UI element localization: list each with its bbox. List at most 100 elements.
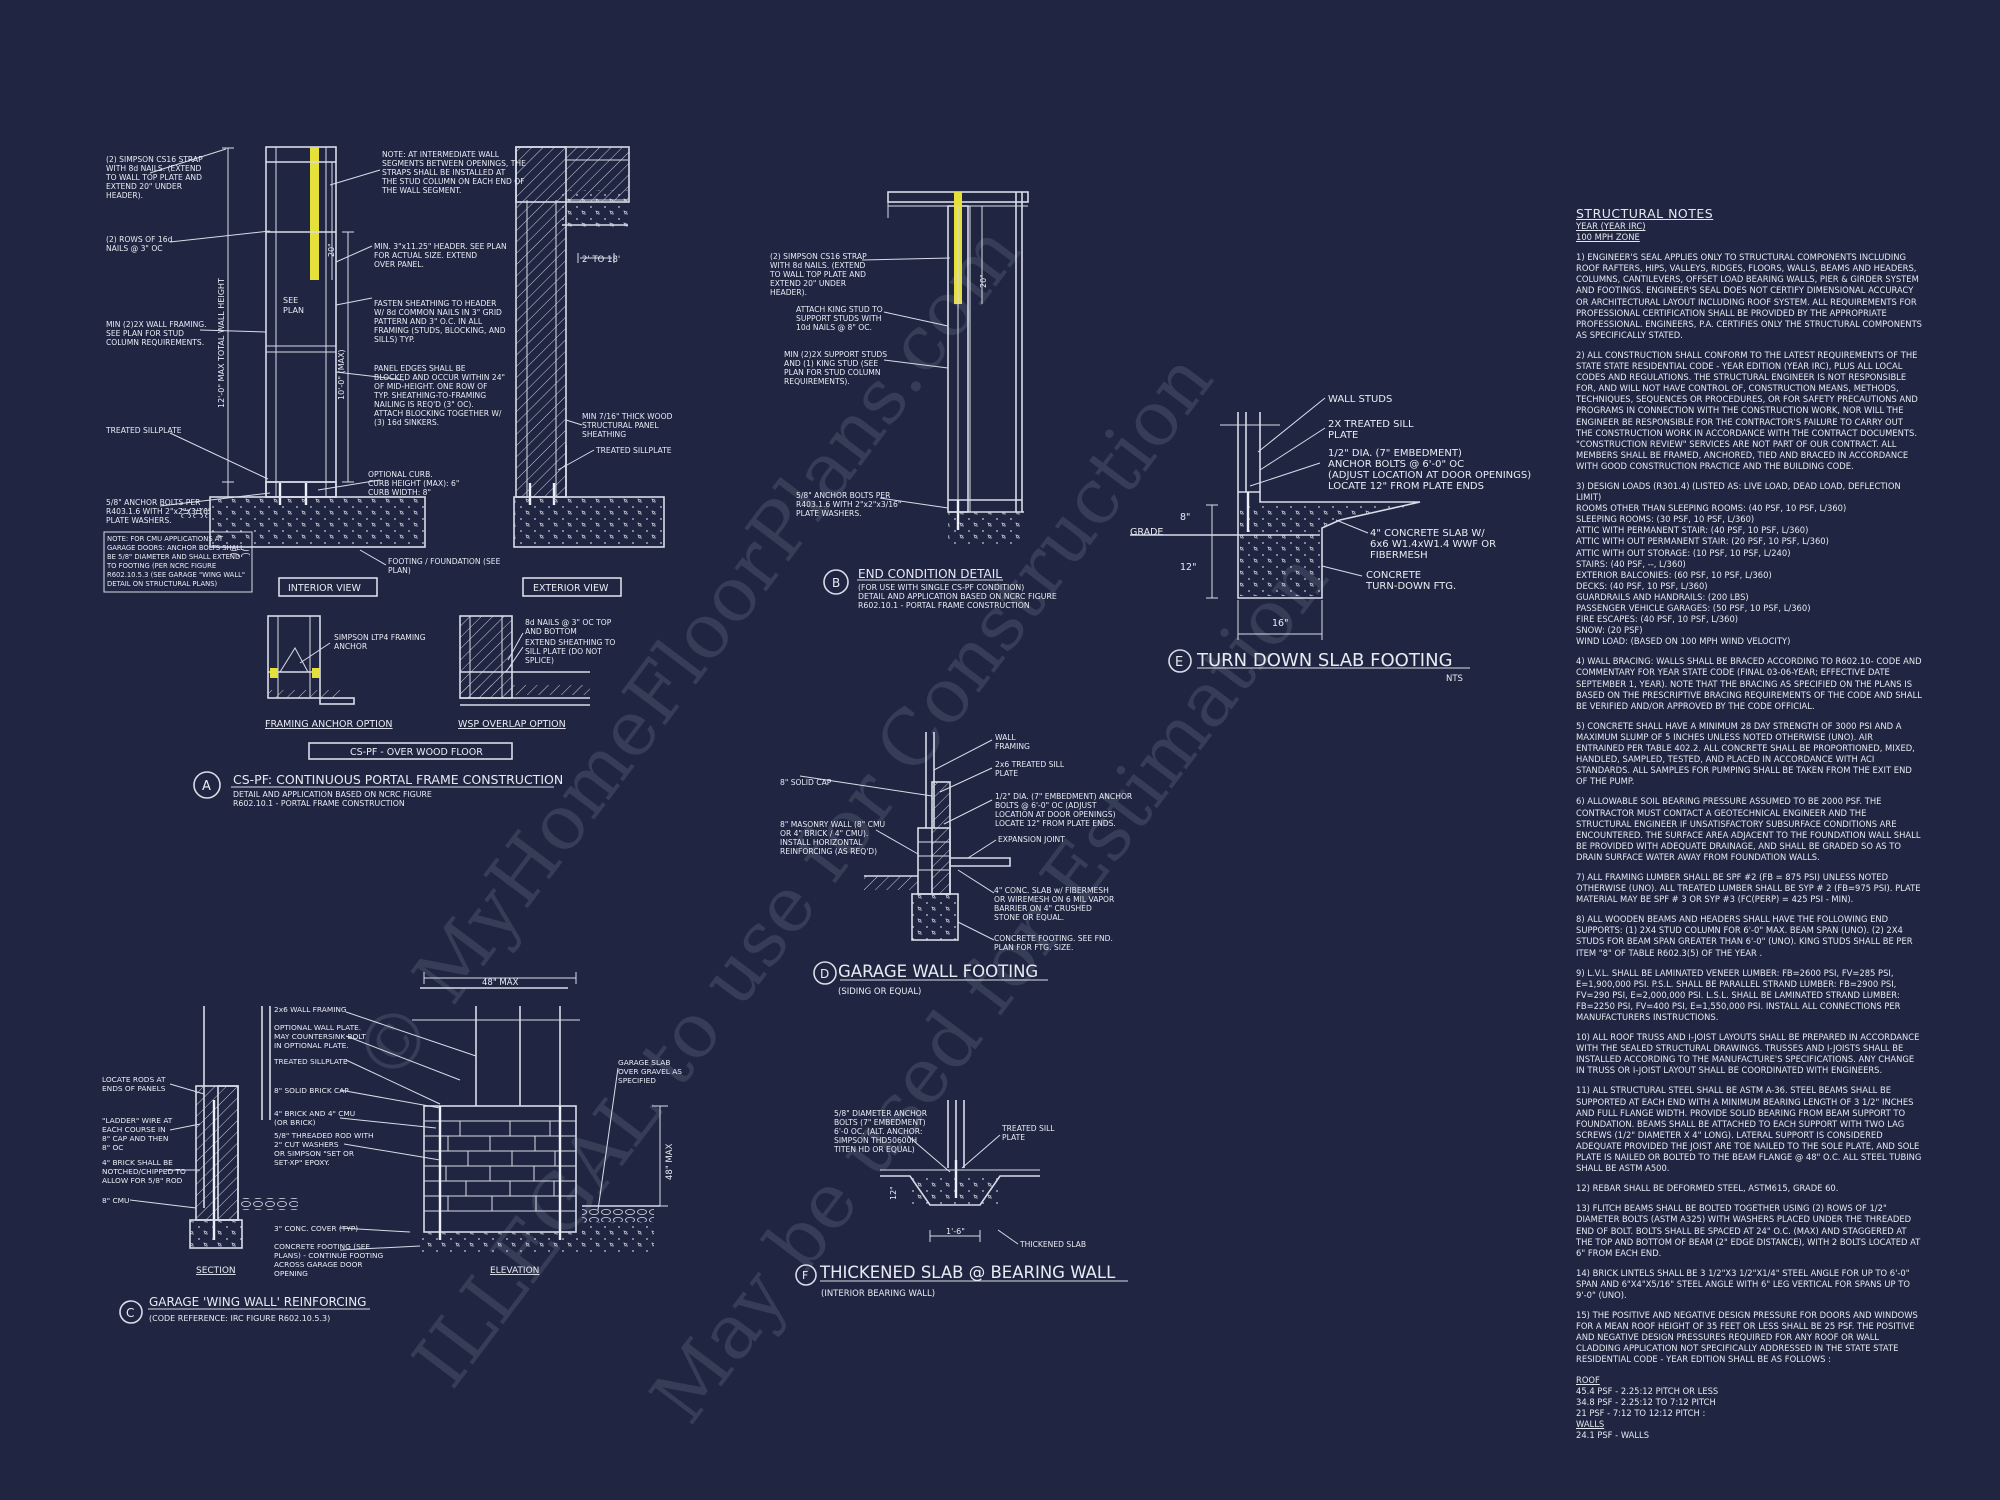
c-elevation-label: ELEVATION — [490, 1266, 539, 1276]
detail-f-bubble — [795, 1264, 817, 1286]
detail-d-drawing — [799, 732, 1011, 941]
structural-note-item: 8) ALL WOODEN BEAMS AND HEADERS SHALL HA… — [1576, 914, 1913, 958]
detail-d-title: GARAGE WALL FOOTING — [838, 962, 1038, 981]
detail-a-sub2: R602.10.1 - PORTAL FRAME CONSTRUCTION — [233, 799, 405, 808]
detail-a-interior-view — [180, 146, 426, 557]
f-note-thick: THICKENED SLAB — [1019, 1240, 1086, 1249]
e-dim-16: 16" — [1272, 618, 1288, 629]
detail-b-sub3: R602.10.1 - PORTAL FRAME CONSTRUCTION — [858, 601, 1030, 610]
structural-note-item: 12) REBAR SHALL BE DEFORMED STEEL, ASTM6… — [1576, 1183, 1839, 1194]
c-note-cover: 3" CONC. COVER (TYP) — [274, 1224, 358, 1233]
detail-e-letter: E — [1175, 655, 1183, 670]
c-note-2x6: 2x6 WALL FRAMING — [274, 1005, 347, 1014]
a-note-framing: MIN (2)2X WALL FRAMING.SEE PLAN FOR STUD… — [106, 320, 207, 347]
structural-note-item: 14) BRICK LINTELS SHALL BE 3 1/2"x3 1/2"… — [1576, 1267, 1910, 1300]
framing-anchor-label: FRAMING ANCHOR OPTION — [265, 719, 393, 730]
d-note-footing: CONCRETE FOOTING. SEE FND.PLAN FOR FTG. … — [994, 934, 1113, 952]
detail-d-sub1: (SIDING OR EQUAL) — [838, 987, 921, 997]
walls-pressure-line: 24.1 PSF - WALLS — [1576, 1430, 1650, 1440]
c-note-cmu: 8" CMU — [102, 1196, 129, 1205]
detail-b-sub2: DETAIL AND APPLICATION BASED ON NCRC FIG… — [858, 592, 1057, 601]
interior-view-label: INTERIOR VIEW — [288, 583, 362, 594]
structural-note-item: 3) DESIGN LOADS (R301.4) (LISTED AS: LIV… — [1576, 480, 1901, 647]
structural-note-item: 11) ALL STRUCTURAL STEEL SHALL BE ASTM A… — [1576, 1085, 1922, 1174]
a-dim-see: SEE — [283, 296, 298, 305]
detail-c-bubble — [119, 1300, 143, 1324]
detail-f-title: THICKENED SLAB @ BEARING WALL — [819, 1263, 1116, 1282]
over-wood-floor-box — [308, 742, 513, 760]
structural-notes: STRUCTURAL NOTES YEAR (YEAR IRC) 100 mph… — [1576, 206, 1922, 1441]
c-note-optional: OPTIONAL WALL PLATE.MAY COUNTERSINK BOLT… — [274, 1023, 366, 1050]
c-section-label: SECTION — [196, 1266, 236, 1276]
d-note-joint: EXPANSION JOINT — [998, 835, 1065, 844]
structural-note-item: 9) L.V.L. SHALL BE LAMINATED VENEER LUMB… — [1576, 967, 1901, 1022]
detail-c-letter: C — [126, 1306, 134, 1320]
roof-pressure-line: 21 PSF - 7:12 TO 12:12 PITCH : — [1576, 1407, 1706, 1418]
detail-a-letter: A — [202, 779, 211, 794]
detail-f-sub1: (INTERIOR BEARING WALL) — [821, 1289, 935, 1299]
detail-e-nts: NTS — [1446, 674, 1463, 684]
notes-title: STRUCTURAL NOTES — [1576, 206, 1714, 221]
structural-note-item: 2) ALL CONSTRUCTION SHALL CONFORM TO THE… — [1576, 349, 1918, 471]
detail-b-title: END CONDITION DETAIL — [858, 567, 1002, 581]
roof-pressure-line: 45.4 PSF - 2.25:12 PITCH OR LESS — [1576, 1385, 1719, 1396]
detail-a-exterior-view — [513, 146, 665, 548]
over-wood-floor-label: CS-PF - OVER WOOD FLOOR — [350, 747, 483, 758]
notes-sub1: YEAR (YEAR IRC) — [1576, 221, 1646, 231]
f-dim-12: 12" — [889, 1186, 898, 1200]
c-note-solid: 8" SOLID BRICK CAP — [274, 1086, 349, 1095]
d-note-cap: 8" SOLID CAP — [780, 778, 832, 787]
detail-c-section — [189, 1006, 298, 1249]
detail-a-sub1: DETAIL AND APPLICATION BASED ON NCRC FIG… — [233, 790, 432, 799]
exterior-view-label: EXTERIOR VIEW — [533, 583, 609, 594]
structural-note-item: 15) THE POSITIVE AND NEGATIVE DESIGN PRE… — [1576, 1310, 1918, 1365]
wsp-overlap-label: WSP OVERLAP OPTION — [458, 719, 566, 730]
a-dim-20: 20" — [327, 243, 336, 257]
strap-highlight — [310, 147, 319, 280]
detail-a-leaders — [149, 148, 595, 673]
e-note-anchor: 1/2" DIA. (7" EMBEDMENT)ANCHOR BOLTS @ 6… — [1328, 448, 1531, 492]
a-note-sill: TREATED SILLPLATE — [105, 426, 182, 435]
notes-sub2: 100 mph ZONE — [1576, 232, 1640, 243]
detail-c-sub1: (CODE REFERENCE: IRC FIGURE R602.10.5.3) — [149, 1314, 330, 1323]
structural-note-item: 7) ALL FRAMING LUMBER SHALL BE SPF #2 (F… — [1576, 871, 1921, 905]
a-dim-2to18: 2' TO 18' — [582, 255, 620, 265]
wsp-overlap-option — [459, 615, 590, 706]
a-dim-total: 12'-0" MAX TOTAL WALL HEIGHT — [217, 278, 226, 408]
detail-e-bubble — [1168, 649, 1192, 673]
notes-roof-head: ROOF — [1576, 1374, 1600, 1385]
roof-pressure-line: 34.8 PSF - 2.25:12 TO 7:12 PITCH — [1576, 1396, 1716, 1407]
detail-c-text: 2x6 WALL FRAMING OPTIONAL WALL PLATE.MAY… — [102, 978, 682, 1323]
c-dim-48-side: 48" MAX — [665, 1143, 675, 1180]
